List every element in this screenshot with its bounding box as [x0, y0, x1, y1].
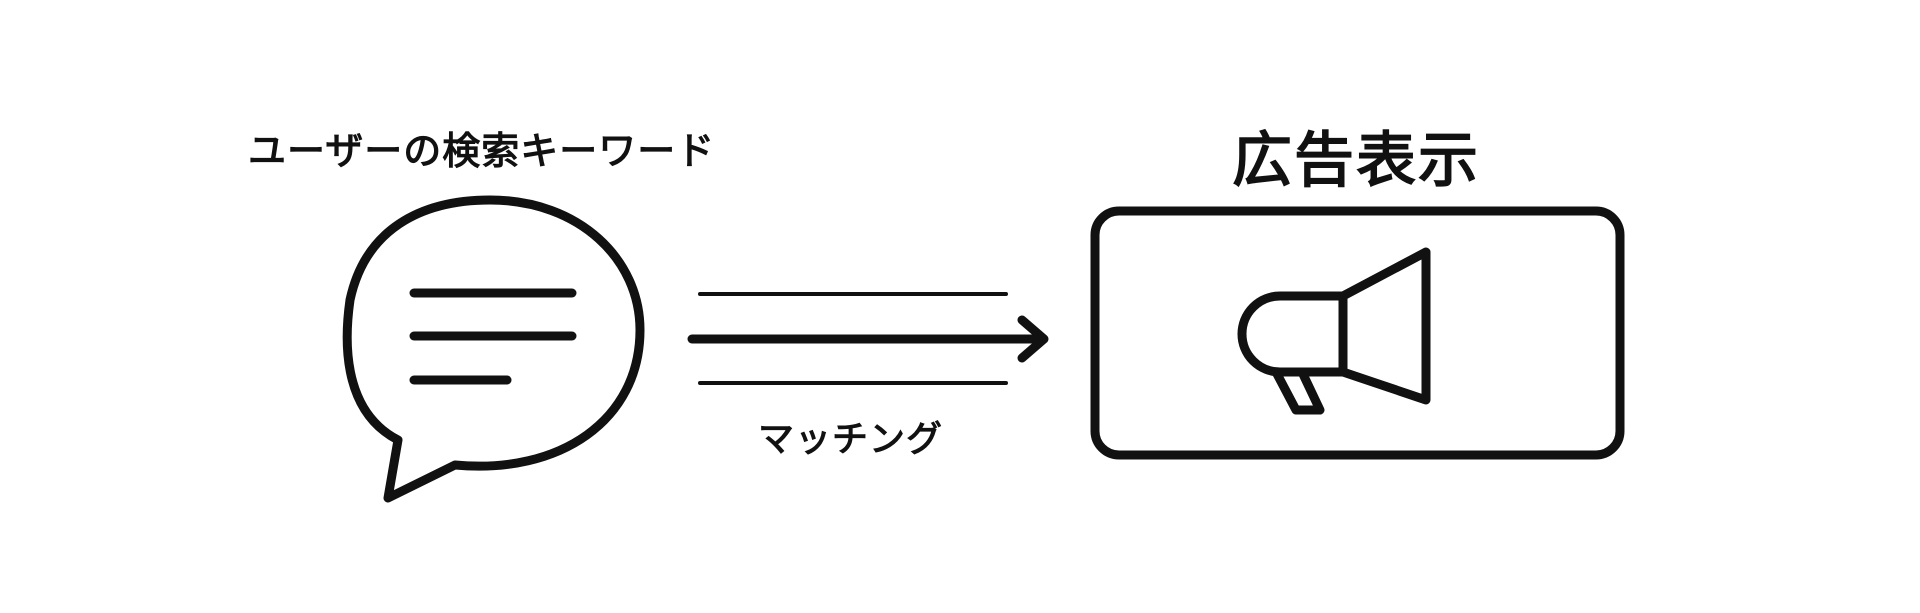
speech-bubble-icon — [342, 195, 645, 503]
ad-display-label: 広告表示 — [1232, 126, 1480, 196]
search-keyword-label: ユーザーの検索キーワード — [248, 129, 716, 173]
arrow-right-icon — [687, 292, 1049, 385]
ad-display-box — [1090, 206, 1625, 460]
megaphone-handle — [1237, 291, 1348, 377]
arrow-head — [1017, 315, 1049, 363]
matching-label: マッチング — [758, 419, 944, 460]
megaphone-grip — [1271, 367, 1325, 415]
speech-bubble-outline — [342, 195, 645, 503]
megaphone-horn — [1338, 247, 1431, 405]
megaphone-icon — [1237, 247, 1431, 415]
